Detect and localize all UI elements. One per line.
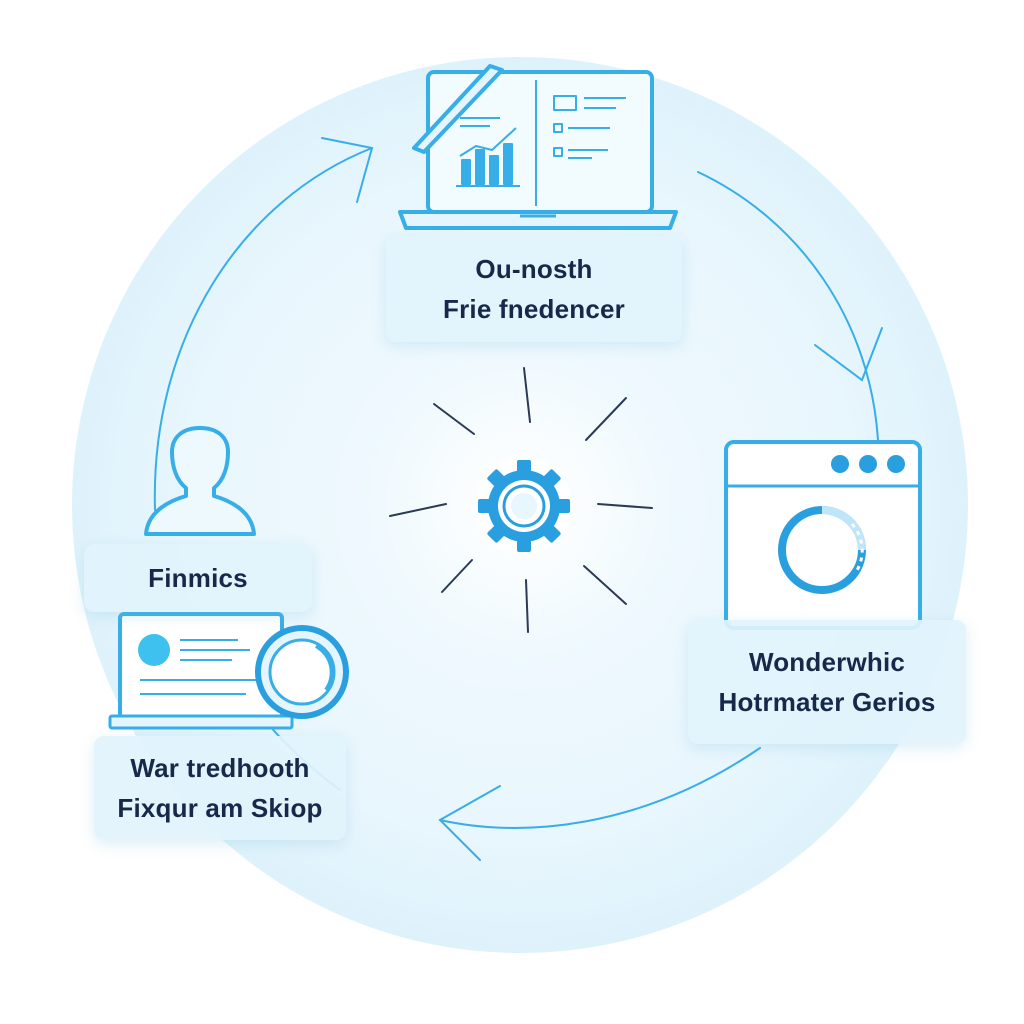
card-left-line1: Finmics: [148, 563, 248, 593]
label-card-bottom: War tredhooth Fixqur am Skiop: [94, 736, 346, 840]
label-card-top: Ou-nosth Frie fnedencer: [386, 236, 682, 342]
monitor-card-icon: [108, 612, 349, 730]
arrowhead-top: [321, 137, 374, 203]
user-profile-icon: [144, 426, 256, 536]
center-rays: [389, 367, 653, 633]
arrow-top-to-right: [697, 171, 879, 441]
label-card-right: Wonderwhic Hotrmater Gerios: [688, 620, 966, 744]
card-bottom-line1: War tredhooth: [130, 753, 310, 783]
laptop-chart-icon: [398, 64, 678, 230]
arrowhead-right: [814, 327, 883, 382]
browser-window-progress-icon: [724, 440, 922, 630]
card-bottom-line2: Fixqur am Skiop: [117, 793, 323, 823]
arrowhead-bottom: [438, 785, 501, 861]
card-right-line2: Hotrmater Gerios: [718, 687, 936, 717]
arrow-right-to-bottom: [439, 747, 761, 829]
card-top-line2: Frie fnedencer: [443, 294, 625, 324]
label-card-left: Finmics: [84, 544, 312, 612]
gear-icon: [476, 458, 572, 554]
card-top-line1: Ou-nosth: [475, 254, 593, 284]
arrow-left-to-top: [153, 147, 373, 511]
card-right-line1: Wonderwhic: [748, 647, 906, 677]
